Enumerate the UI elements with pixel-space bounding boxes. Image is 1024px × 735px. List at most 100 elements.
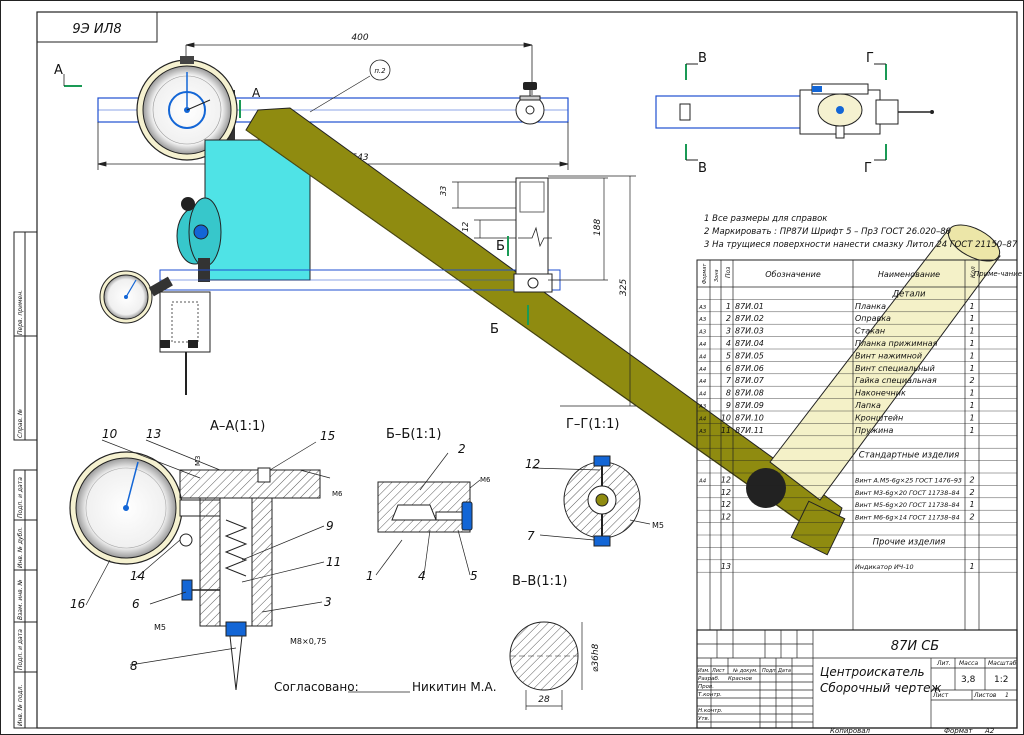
spec-cell-code: 87И.07 (735, 376, 765, 385)
spec-cell-format: А4 (698, 392, 707, 398)
cyan-body-housing (176, 139, 311, 282)
tb-mass-label: Масса (959, 660, 978, 667)
spec-header-pos: Поз (725, 267, 732, 278)
cream-tube (746, 224, 1001, 556)
spec-cell-qty: 2 (969, 475, 974, 484)
spec-cell-name: Кронштейн (855, 413, 903, 422)
notes: 1 Все размеры для справок 2 Маркировать … (704, 214, 1018, 250)
section-gg-title: Г–Г(1:1) (566, 417, 619, 432)
spec-cell-pos: 7 (726, 376, 732, 385)
tb-scale-label: Масштаб (988, 660, 1017, 667)
spec-cell-qty: 1 (969, 413, 974, 422)
spec-cell-qty: 1 (969, 389, 974, 398)
spec-cell-format: А4 (698, 416, 707, 422)
margin-label: Перв. примен. (17, 290, 24, 335)
spec-cell-pos: 1 (726, 302, 731, 311)
spec-cell-name: Стакан (855, 327, 885, 336)
balloon-10: 10 (102, 427, 118, 441)
section-aa-title: А–А(1:1) (210, 419, 265, 434)
dim-12: 12 (461, 222, 470, 232)
spec-header-zone: Зона (714, 269, 720, 282)
spec-cell-qty: 2 (969, 513, 974, 522)
top-right-view: В В Г Г (655, 51, 934, 176)
spec-cell-qty: 1 (969, 339, 974, 348)
tb-h-izm: Изм. (698, 668, 710, 674)
spec-cell-name: Винт нажимной (855, 351, 922, 360)
spec-cell-qty: 1 (969, 562, 974, 571)
spec-cell-qty: 1 (969, 302, 974, 311)
balloon-numbers: 10 13 15 2 12 16 14 6 8 9 11 3 1 4 5 7 (70, 427, 540, 673)
dim-36h8: ⌀36h8 (591, 643, 601, 672)
dim-m5-aa: M5 (154, 623, 166, 632)
p2-label: п.2 (374, 67, 386, 75)
spec-cell-name: Винт специальный (855, 364, 935, 373)
spec-cell-name: Планка прижимная (855, 339, 938, 348)
section-mark-b-upper: Б (496, 239, 505, 254)
balloon-7: 7 (527, 529, 535, 543)
doc-code: 87И СБ (891, 639, 939, 654)
tb-razrab-name: Краснов (728, 676, 752, 682)
tb-h-podp: Подп. (762, 668, 777, 674)
balloon-9: 9 (326, 519, 334, 533)
spec-section-heading: Детали (892, 289, 926, 299)
dim-m6-aa: M6 (332, 490, 343, 498)
section-vv-title: В–В(1:1) (512, 574, 567, 589)
tb-mass: 3,8 (961, 675, 976, 685)
margin-label: Инв. № дубл. (17, 527, 24, 568)
spec-cell-code: 87И.09 (735, 401, 764, 410)
tb-nkontr: Н.контр. (698, 708, 723, 714)
margin-label: Подп. и дата (17, 477, 24, 518)
spec-cell-qty: 1 (969, 314, 974, 323)
section-mark-g-top: Г (866, 51, 874, 66)
spec-header-designation: Обозначение (765, 270, 821, 279)
balloon-11: 11 (326, 555, 341, 569)
section-mark-a-top: А (252, 86, 261, 100)
spec-cell-name: Лапка (854, 401, 881, 410)
dial-indicator-small (99, 270, 173, 324)
margin-labels: Перв. примен. Справ. № Подп. и дата Инв.… (17, 290, 24, 726)
spec-cell-pos: 3 (726, 327, 731, 336)
approval-label: Согласовано: (274, 680, 359, 694)
spec-cell-code: 87И.04 (735, 339, 764, 348)
dim-m8: M8×0,75 (290, 637, 327, 646)
dim-m6-bb: M6 (480, 476, 491, 484)
spec-cell-format: А3 (698, 317, 707, 323)
tb-utv: Утв. (698, 716, 710, 722)
spec-cell-pos: 12 (721, 513, 731, 522)
spec-header-note: Приме-чание (974, 270, 1022, 278)
spec-cell-qty: 1 (969, 327, 974, 336)
tb-prov: Пров. (698, 684, 714, 690)
section-mark-b-lower: Б (490, 322, 499, 337)
section-vv: В–В(1:1) 28 ⌀36h8 (509, 574, 601, 710)
spec-cell-pos: 12 (721, 500, 731, 509)
spec-cell-code: 87И.11 (735, 426, 764, 435)
title-block: 87И СБ Центроискатель Сборочный чертеж Л… (696, 629, 1018, 729)
balloon-6: 6 (132, 597, 140, 611)
section-gg: Г–Г(1:1) M5 (563, 417, 664, 547)
spec-cell-code: 87И.10 (735, 413, 764, 422)
balloon-13: 13 (146, 427, 161, 441)
section-mark-v-top: В (698, 51, 707, 66)
balloon-3: 3 (324, 595, 332, 609)
spec-header-format: Формат (702, 263, 708, 284)
section-bb: Б–Б(1:1) M6 (377, 427, 491, 533)
spec-cell-pos: 9 (726, 401, 731, 410)
spec-cell-name: Индикатор ИЧ-10 (855, 563, 914, 571)
balloon-2: 2 (458, 442, 466, 456)
bracket-view (513, 177, 553, 293)
spec-cell-pos: 12 (721, 475, 731, 484)
spec-cell-name: Винт А.М5-6g×25 ГОСТ 1476–93 (855, 476, 962, 484)
spec-cell-format: А4 (698, 342, 707, 348)
spec-cell-qty: 1 (969, 364, 974, 373)
balloon-14: 14 (130, 569, 145, 583)
spec-cell-code: 87И.01 (735, 302, 764, 311)
footer-format-label: Формат (944, 727, 973, 735)
tb-sheet-label: Лист (932, 692, 949, 699)
spec-cell-format: А3 (698, 305, 707, 311)
spec-cell-name: Винт М3-6g×20 ГОСТ 11738–84 (855, 489, 960, 497)
dial-indicator-top (136, 56, 238, 161)
spec-cell-pos: 12 (721, 488, 731, 497)
spec-cell-qty: 2 (969, 376, 974, 385)
spec-cell-pos: 6 (726, 364, 731, 373)
